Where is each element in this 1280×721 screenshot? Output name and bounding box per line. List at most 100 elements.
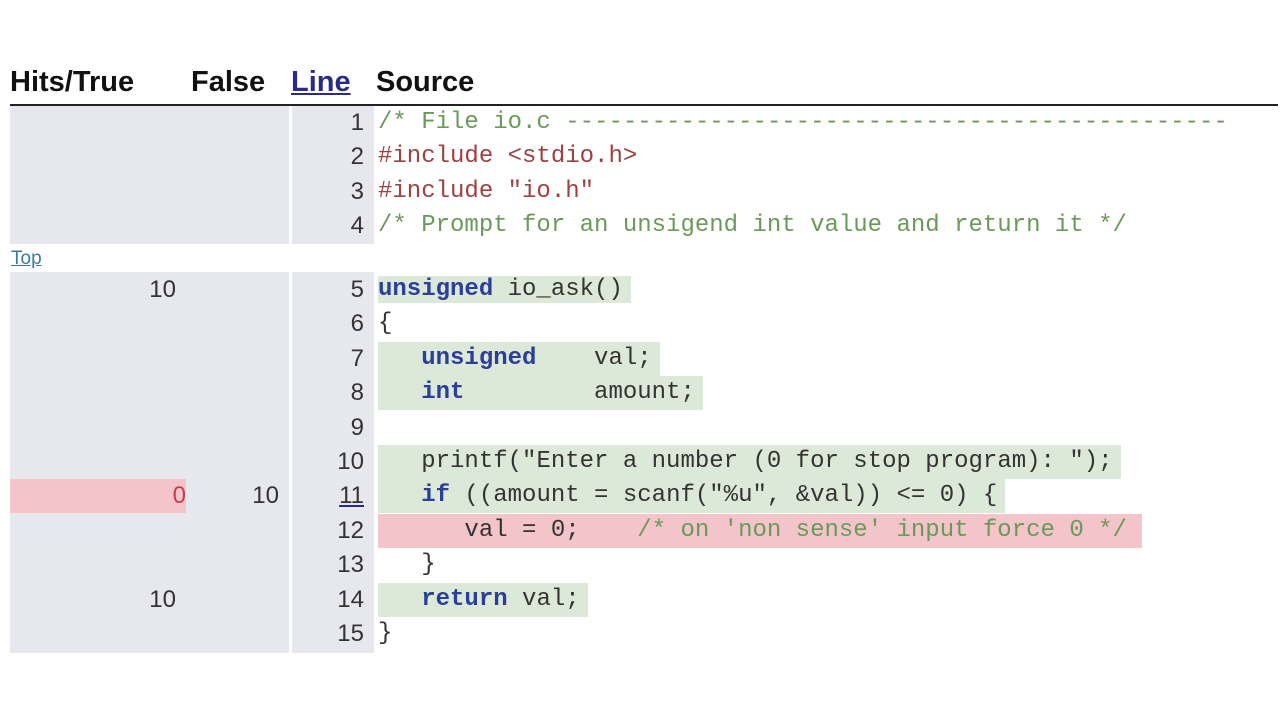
line-number: 3 — [350, 177, 364, 205]
hits-count — [10, 411, 176, 445]
false-count: 10 — [252, 482, 279, 510]
code-token: val; — [507, 585, 580, 613]
code-text: printf("Enter a number (0 for stop progr… — [421, 448, 1112, 475]
header-false: False — [191, 66, 266, 98]
code-text: } — [378, 620, 400, 647]
code-text: /* Prompt for an unsigend int value and … — [378, 212, 1135, 239]
line-number: 5 — [350, 276, 364, 303]
false-count — [190, 583, 279, 617]
false-count — [190, 514, 279, 548]
hits-count — [10, 445, 176, 479]
code-indent — [378, 345, 421, 372]
code-keyword: unsigned — [378, 276, 494, 303]
hits-count — [10, 376, 176, 410]
code-indent — [378, 448, 421, 475]
code-indent — [378, 551, 421, 578]
code-preprocessor: #include <stdio.h> — [378, 143, 638, 171]
line-number: 10 — [337, 448, 364, 475]
hits-count: 10 — [149, 276, 176, 303]
hits-count — [10, 175, 176, 209]
line-number: 4 — [350, 212, 364, 240]
header-hits-true: Hits/True — [10, 66, 135, 98]
false-count — [190, 106, 279, 140]
line-number: 15 — [337, 620, 364, 647]
source-code: if ((amount = scanf("%u", &val)) <= 0) { — [378, 479, 1006, 514]
top-link[interactable]: Top — [11, 248, 42, 269]
source-row: 13 } — [0, 548, 1280, 582]
hits-count: 0 — [10, 479, 186, 514]
code-text — [378, 414, 386, 441]
header-source: Source — [376, 66, 475, 98]
source-code: return val; — [378, 582, 588, 617]
hits-count — [10, 307, 176, 341]
code-keyword: int — [421, 379, 465, 407]
line-number: 14 — [337, 585, 364, 613]
block1-hits-gutter — [10, 106, 289, 244]
false-count — [190, 411, 279, 445]
line-number: 6 — [350, 310, 364, 338]
source-row: 2#include <stdio.h> — [0, 140, 1280, 174]
source-row: 12 val = 0; /* on 'non sense' input forc… — [0, 513, 1280, 548]
source-code: /* Prompt for an unsigend int value and … — [378, 209, 1135, 243]
false-count — [190, 617, 279, 651]
line-number: 7 — [350, 344, 364, 372]
source-code: #include "io.h" — [378, 175, 602, 209]
code-token: } — [378, 620, 393, 647]
code-keyword: return — [421, 585, 508, 613]
code-text: if ((amount = scanf("%u", &val)) <= 0) { — [421, 482, 997, 509]
code-text: #include <stdio.h> — [378, 143, 645, 170]
code-comment: /* File io.c ---------------------------… — [378, 109, 1228, 136]
false-count — [190, 209, 279, 243]
source-code: unsigned io_ask() — [378, 273, 631, 307]
code-text: #include "io.h" — [378, 178, 602, 205]
code-preprocessor: #include "io.h" — [378, 177, 595, 205]
header-divider — [10, 104, 1278, 106]
false-count — [190, 376, 279, 410]
source-row: 10 5 unsigned io_ask() — [0, 273, 1280, 307]
hits-count — [10, 209, 176, 243]
hits-count — [10, 514, 176, 548]
source-row: 7 unsigned val; — [0, 341, 1280, 376]
source-code: } — [378, 617, 400, 651]
code-token: io_ask() — [493, 276, 623, 303]
block2-hits-gutter — [10, 272, 289, 653]
code-text: /* File io.c ---------------------------… — [378, 109, 1236, 136]
source-row: 8 int amount; — [0, 376, 1280, 411]
code-keyword: if — [421, 482, 451, 510]
code-comment: /* Prompt for an unsigend int value and … — [378, 212, 1127, 240]
hits-count — [10, 140, 176, 174]
code-keyword: unsigned — [421, 344, 537, 372]
source-code: { — [378, 307, 400, 341]
false-count — [190, 342, 279, 376]
source-row: 15} — [0, 617, 1280, 651]
line-number-link[interactable]: 11 — [339, 482, 364, 510]
block2-line-gutter — [292, 272, 374, 653]
source-code: /* File io.c ---------------------------… — [378, 106, 1236, 140]
code-text: return val; — [421, 586, 579, 613]
source-code — [378, 411, 386, 445]
source-code: val = 0; /* on 'non sense' input force 0… — [378, 513, 1142, 548]
code-indent — [378, 586, 421, 613]
code-token: ((amount = scanf("%u", &val)) <= 0) { — [450, 482, 998, 510]
source-row: 0 10 11 if ((amount = scanf("%u", &val)) <… — [0, 479, 1280, 514]
code-indent — [378, 482, 421, 509]
code-token: val; — [536, 344, 652, 372]
line-number: 13 — [337, 551, 364, 579]
code-text: unsigned io_ask() — [378, 276, 631, 303]
code-text: int amount; — [421, 379, 695, 406]
code-token: val = 0; — [464, 516, 638, 544]
line-number: 9 — [350, 413, 364, 441]
source-code: printf("Enter a number (0 for stop progr… — [378, 445, 1121, 479]
code-token: } — [421, 551, 436, 579]
source-row: 3 #include "io.h" — [0, 175, 1280, 209]
false-count — [190, 140, 279, 174]
code-text: val = 0; /* on 'non sense' input force 0… — [464, 517, 1127, 544]
source-row: 4 /* Prompt for an unsigend int value and… — [0, 209, 1280, 243]
line-number: 12 — [337, 516, 364, 544]
code-indent — [378, 379, 421, 406]
code-text: { — [378, 310, 400, 337]
header-line-sort-link[interactable]: Line — [291, 66, 351, 98]
hits-count — [10, 548, 176, 582]
block1-line-gutter — [292, 106, 374, 244]
false-count — [190, 548, 279, 582]
